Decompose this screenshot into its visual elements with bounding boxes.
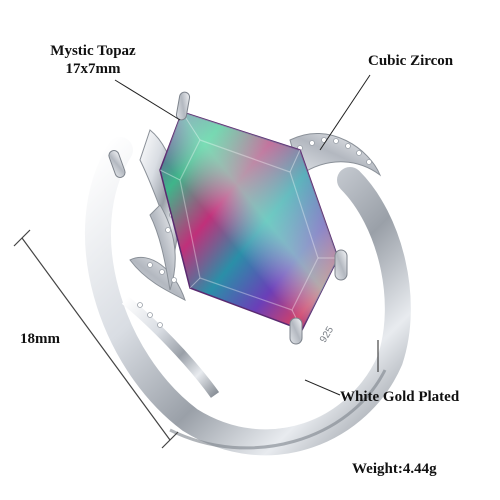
leader-lines [114,74,379,396]
gem-label: Mystic Topaz 17x7mm [18,42,168,78]
side-stones-label: Cubic Zircon [368,53,454,69]
ring-size-label: 18mm [20,331,60,347]
gem-name-text: Mystic Topaz [50,43,136,59]
prongs [108,91,348,345]
plating-label: White Gold Plated [340,389,460,405]
weight-label: Weight:4.44g [352,461,437,477]
ring-band [84,137,411,456]
mystic-topaz-gem [159,111,339,331]
size-dimension-line [13,229,179,449]
gem-size-text: 17x7mm [65,61,121,77]
